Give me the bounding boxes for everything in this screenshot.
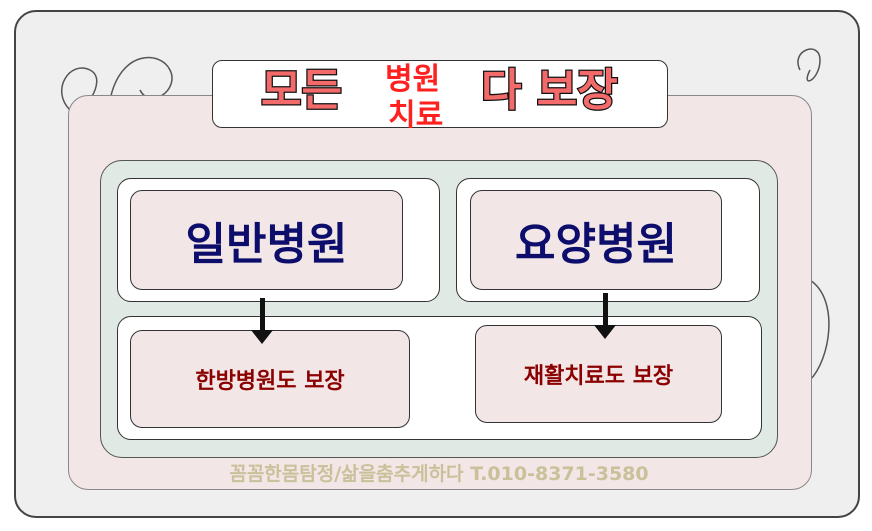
- general-hospital-card: 일반병원: [130, 190, 403, 290]
- watermark: 꼼꼼한몸탐정/삶을춤추게하다 T.010-8371-3580: [229, 463, 649, 485]
- arrow-down-icon: [594, 293, 616, 339]
- arrow-down-icon: [251, 298, 273, 344]
- title-middle-line2: 치료: [388, 98, 444, 133]
- nursing-hospital-card: 요양병원: [470, 190, 722, 290]
- rehab-coverage-card: 재활치료도 보장: [475, 325, 722, 423]
- title-part2: 다 보장: [480, 64, 619, 117]
- title-part1: 모든: [260, 64, 343, 117]
- title-box: 모든 병원 치료 다 보장: [212, 60, 668, 133]
- title-middle-line1: 병원: [385, 62, 441, 97]
- oriental-coverage-card: 한방병원도 보장: [130, 330, 410, 428]
